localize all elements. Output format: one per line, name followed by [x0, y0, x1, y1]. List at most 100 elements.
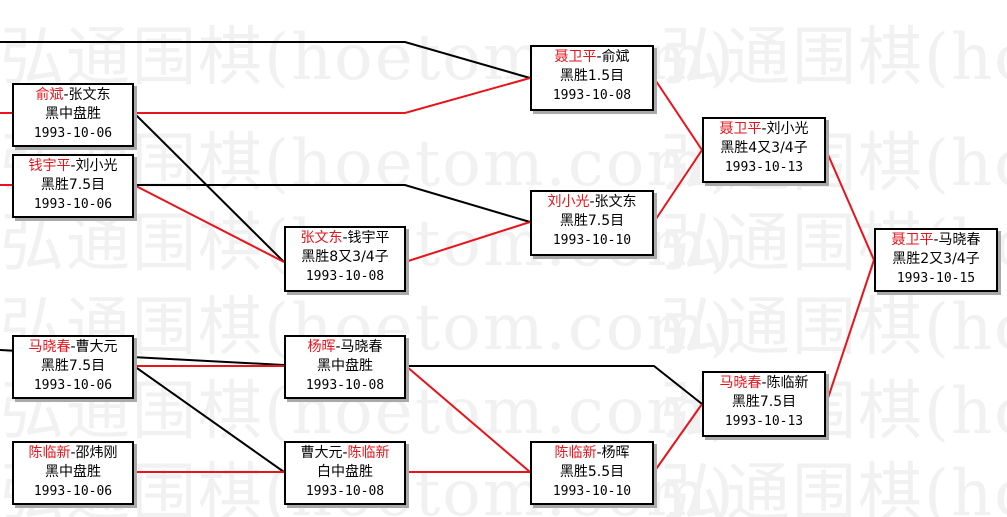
match-box-m11: 聂卫平-刘小光黑胜4又3/4子 1993-10-13 — [702, 117, 826, 183]
separator: - — [342, 230, 348, 246]
match-result: 白中盘胜 — [317, 464, 373, 480]
watermark-text: 弘通围棋(hoetom.com) — [660, 457, 1007, 517]
connector-m11-m13 — [825, 149, 875, 261]
match-result: 黑胜7.5目 — [731, 394, 797, 410]
loser-name: 钱宇平 — [347, 230, 390, 246]
separator: - — [933, 232, 939, 248]
connector-m6-m12 — [406, 365, 703, 405]
separator: - — [335, 339, 341, 355]
match-result: 黑胜1.5目 — [559, 68, 625, 84]
match-date: 1993-10-06 — [33, 126, 113, 141]
separator: - — [596, 49, 602, 65]
match-players: 俞斌-张文东 — [14, 86, 132, 105]
loser-name: 马晓春 — [340, 339, 383, 355]
match-players: 马晓春-曹大元 — [14, 338, 132, 357]
match-players: 张文东-钱宇平 — [286, 229, 404, 248]
match-box-m7: 曹大元-陈临新白中盘胜 1993-10-08 — [284, 441, 406, 505]
match-players: 马晓春-陈临新 — [704, 374, 824, 393]
match-date: 1993-10-13 — [724, 160, 804, 175]
separator: - — [70, 339, 76, 355]
match-result: 黑中盘胜 — [45, 106, 101, 122]
winner-name: 钱宇平 — [28, 158, 71, 174]
match-result: 黑中盘胜 — [45, 464, 101, 480]
separator: - — [70, 158, 76, 174]
loser-name: 张文东 — [68, 87, 111, 103]
loser-name: 刘小光 — [766, 121, 809, 137]
winner-name: 陈临新 — [347, 445, 390, 461]
winner-name: 刘小光 — [547, 194, 590, 210]
connector-m1-m8 — [134, 77, 531, 114]
match-players: 刘小光-张文东 — [532, 193, 652, 212]
connector-offscreen-top-m8 — [0, 41, 531, 79]
match-date: 1993-10-15 — [896, 271, 976, 286]
connector-m10-m12 — [653, 403, 703, 473]
connector-m9-m11 — [653, 149, 703, 223]
separator: - — [63, 87, 69, 103]
match-box-m9: 刘小光-张文东黑胜7.5目 1993-10-10 — [530, 190, 654, 256]
match-result: 黑胜4又3/4子 — [720, 140, 808, 156]
winner-name: 马晓春 — [719, 375, 762, 391]
match-date: 1993-10-10 — [552, 484, 632, 499]
match-players: 聂卫平-马晓春 — [876, 231, 996, 250]
winner-name: 张文东 — [300, 230, 343, 246]
match-date: 1993-10-08 — [305, 269, 385, 284]
match-players: 杨晖-马晓春 — [286, 338, 404, 357]
match-result: 黑胜7.5目 — [40, 358, 106, 374]
loser-name: 杨晖 — [601, 445, 630, 461]
match-result: 黑胜5.5目 — [559, 464, 625, 480]
separator: - — [761, 375, 767, 391]
winner-name: 聂卫平 — [891, 232, 934, 248]
loser-name: 马晓春 — [938, 232, 981, 248]
loser-name: 俞斌 — [601, 49, 630, 65]
match-players: 曹大元-陈临新 — [286, 444, 404, 463]
match-date: 1993-10-06 — [33, 484, 113, 499]
match-result: 黑胜2又3/4子 — [892, 251, 980, 267]
winner-name: 陈临新 — [28, 445, 71, 461]
loser-name: 刘小光 — [75, 158, 118, 174]
match-players: 聂卫平-俞斌 — [532, 48, 652, 67]
separator: - — [70, 445, 76, 461]
separator: - — [342, 445, 348, 461]
match-date: 1993-10-06 — [33, 197, 113, 212]
match-date: 1993-10-08 — [305, 378, 385, 393]
match-box-m6: 杨晖-马晓春黑中盘胜 1993-10-08 — [284, 335, 406, 399]
watermark-text: 弘通围棋(hoetom.com) — [660, 21, 1007, 95]
match-date: 1993-10-10 — [552, 233, 632, 248]
loser-name: 陈临新 — [766, 375, 809, 391]
match-result: 黑胜8又3/4子 — [301, 249, 389, 265]
match-players: 聂卫平-刘小光 — [704, 120, 824, 139]
winner-name: 聂卫平 — [554, 49, 597, 65]
match-date: 1993-10-08 — [305, 484, 385, 499]
loser-name: 邵炜刚 — [75, 445, 118, 461]
connector-m1-m5 — [133, 112, 285, 263]
match-result: 黑中盘胜 — [317, 358, 373, 374]
separator: - — [596, 445, 602, 461]
match-players: 陈临新-杨晖 — [532, 444, 652, 463]
loser-name: 曹大元 — [75, 339, 118, 355]
match-players: 陈临新-邵炜刚 — [14, 444, 132, 463]
connector-m2-m9 — [134, 184, 531, 223]
watermark-text: 弘通围棋(hoetom.com) — [660, 291, 1007, 365]
winner-name: 俞斌 — [35, 87, 64, 103]
connector-m3-m7 — [133, 365, 285, 473]
winner-name: 陈临新 — [554, 445, 597, 461]
match-date: 1993-10-08 — [552, 88, 632, 103]
connector-m8-m11 — [653, 77, 703, 151]
connector-m12-m13 — [825, 259, 875, 405]
separator: - — [589, 194, 595, 210]
winner-name: 马晓春 — [28, 339, 71, 355]
connector-m6-m10 — [405, 365, 531, 473]
match-result: 黑胜7.5目 — [559, 213, 625, 229]
match-players: 钱宇平-刘小光 — [14, 157, 132, 176]
match-date: 1993-10-06 — [33, 378, 113, 393]
